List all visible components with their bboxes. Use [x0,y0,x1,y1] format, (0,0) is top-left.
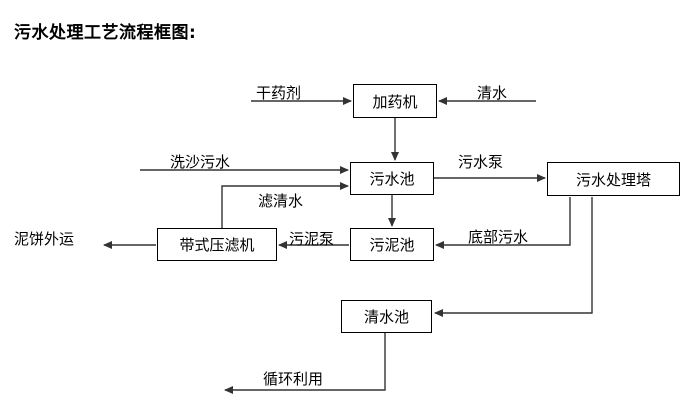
edge-label-clean-water-in: 清水 [477,84,508,102]
node-sludge-pool[interactable]: 污泥池 [350,228,434,261]
edge-label-dry-chemical: 干药剂 [256,84,302,102]
edge-filtered-water-to-wastewater-pool [221,182,349,228]
edge-clean-water-pool-recycle [224,333,386,394]
node-dosing-machine[interactable]: 加药机 [353,84,437,118]
edge-label-recycle-reuse: 循环利用 [263,370,324,388]
page-title: 污水处理工艺流程框图: [14,23,197,43]
edge-label-sludge-pump: 污泥泵 [289,230,335,248]
edge-tower-bottom-to-sludge-pool [435,197,571,249]
node-clean-water-pool[interactable]: 清水池 [341,300,432,333]
node-label: 加药机 [372,92,418,111]
edge-label-bottom-wastewater: 底部污水 [468,228,529,246]
node-label: 污泥池 [369,236,415,254]
node-wastewater-pool[interactable]: 污水池 [350,162,434,195]
node-treatment-tower[interactable]: 污水处理塔 [547,162,680,196]
node-label: 污水处理塔 [575,170,651,189]
node-label: 带式压滤机 [179,236,255,254]
edge-label-sewage-pump: 污水泵 [458,153,504,171]
node-belt-filter-press[interactable]: 带式压滤机 [157,228,277,261]
node-label: 污水池 [369,170,415,188]
node-label: 清水池 [363,308,409,326]
edge-label-sand-wash-wastewater: 洗沙污水 [170,153,231,171]
terminal-label-mud-cake-out: 泥饼外运 [14,230,75,248]
edge-label-filtered-clean-water: 滤清水 [258,192,304,210]
edge-tower-to-clean-water-pool [434,197,593,317]
